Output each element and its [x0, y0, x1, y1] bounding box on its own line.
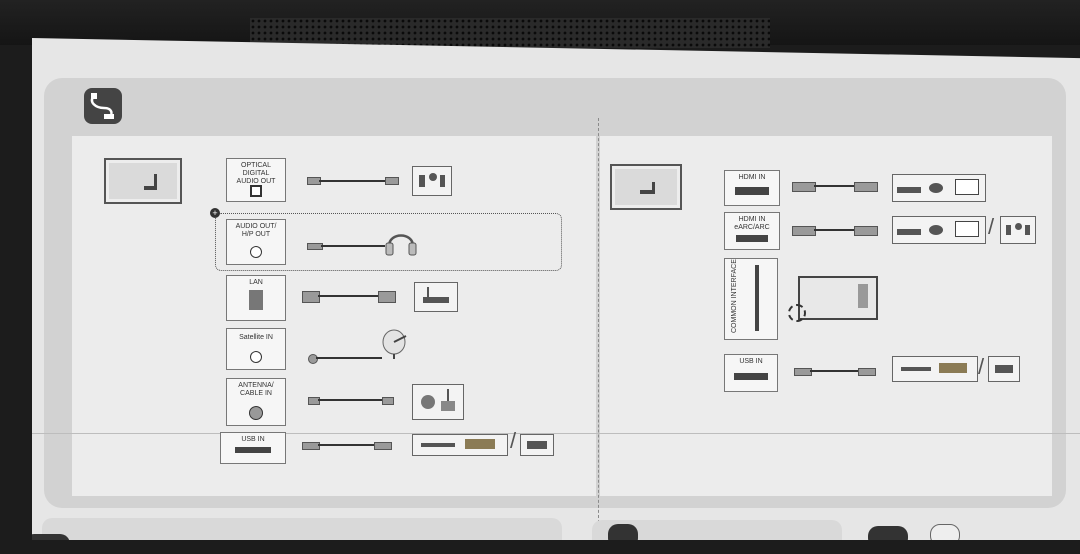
usb-right-label: USB IN [739, 358, 763, 365]
or-separator-earc: / [988, 214, 995, 239]
lan-cable [318, 295, 378, 297]
hdmi-label: HDMI IN [738, 174, 766, 181]
speaker-grille [250, 18, 770, 48]
antenna-cable-in-port: ANTENNA/ CABLE IN [226, 378, 286, 426]
lan-label: LAN [249, 279, 263, 286]
common-interface-slot: COMMON INTERFACE [724, 258, 778, 340]
antenna-plug-left [308, 397, 320, 405]
hp-line1: AUDIO OUT/ [235, 223, 277, 230]
lan-plug-left [302, 291, 320, 303]
ci-label: COMMON INTERFACE [731, 259, 738, 333]
usb-drive-icon-right [988, 356, 1020, 382]
hdd-icon [412, 434, 508, 456]
headphone-out-port: AUDIO OUT/ H/P OUT [226, 219, 286, 265]
hdmi-earc-cable [814, 229, 854, 231]
optical-cable [319, 180, 385, 182]
or-separator: / [510, 428, 517, 453]
usb-plug-left-end [374, 442, 392, 450]
hdmi-earc-line2: eARC/ARC [734, 224, 770, 231]
hdmi-earc-plug-right [854, 226, 878, 236]
usb-in-port-left: USB IN [220, 432, 286, 464]
satellite-plug [308, 354, 318, 364]
usb-plug-right [794, 368, 812, 376]
usb-in-port-right: USB IN [724, 354, 778, 392]
tv-icon-right [610, 164, 682, 210]
optional-connection-frame [215, 213, 562, 271]
lan-plug-right [378, 291, 396, 303]
hdd-icon-right [892, 356, 978, 382]
antenna-line1: ANTENNA/ [238, 382, 274, 389]
fold-line [598, 118, 599, 528]
hdmi-plug-left [792, 182, 816, 192]
ci-insert-marker [788, 304, 806, 322]
next-section-tab-left [42, 518, 562, 540]
satellite-label: Satellite IN [239, 334, 273, 341]
cable-connection-icon [84, 88, 122, 124]
lan-port: LAN [226, 275, 286, 321]
instruction-sheet: OPTICAL DIGITAL AUDIO OUT + AUDIO OUT/ H… [32, 38, 1080, 540]
hdmi-in-port: HDMI IN [724, 170, 780, 206]
laptop-icon [955, 179, 979, 195]
antenna-line2: CABLE IN [240, 390, 272, 397]
satellite-in-port: Satellite IN [226, 328, 286, 370]
hdmi-devices-icon [892, 174, 986, 202]
next-section-tab-right [592, 520, 842, 540]
optical-line1: OPTICAL DIGITAL [241, 162, 271, 177]
paper-crease [32, 433, 1080, 434]
antenna-cable [318, 399, 382, 401]
hdmi-earc-port: HDMI IN eARC/ARC [724, 212, 780, 250]
set-top-box-icon [897, 187, 921, 193]
hdmi-cable [814, 185, 854, 187]
satellite-cable [316, 357, 382, 359]
optical-line2: AUDIO OUT [236, 178, 276, 185]
hdmi-plug-right [854, 182, 878, 192]
router-icon [414, 282, 458, 312]
or-separator-usb: / [978, 354, 985, 379]
hdmi-earc-line1: HDMI IN [738, 216, 766, 223]
satellite-dish-icon [380, 328, 416, 360]
optional-marker: + [210, 208, 220, 218]
antenna-house-icon [412, 384, 464, 420]
usb-cable-left [318, 444, 374, 446]
antenna-plug-right [382, 397, 394, 405]
usb-cable-right [810, 370, 858, 372]
hdmi-earc-plug-left [792, 226, 816, 236]
optical-audio-out-port: OPTICAL DIGITAL AUDIO OUT [226, 158, 286, 202]
usb-drive-icon [520, 434, 554, 456]
usb-left-label: USB IN [241, 436, 265, 443]
next-section-device-icon [930, 524, 960, 540]
tv-icon [104, 158, 182, 204]
next-section-icon-mid [608, 524, 638, 540]
next-section-icon-left [32, 534, 70, 540]
headphones-icon [384, 224, 418, 258]
hp-line2: H/P OUT [241, 231, 271, 238]
next-section-icon-right [868, 526, 908, 540]
audio-device-icon [412, 166, 452, 196]
hdmi-earc-devices-icon [892, 216, 986, 244]
headphone-cable [321, 245, 385, 247]
usb-plug-left [302, 442, 320, 450]
optical-plug-right [385, 177, 399, 185]
soundbar-icon [1000, 216, 1036, 244]
usb-plug-right-end [858, 368, 876, 376]
camera-icon [929, 183, 943, 193]
ci-card-icon [798, 276, 878, 320]
